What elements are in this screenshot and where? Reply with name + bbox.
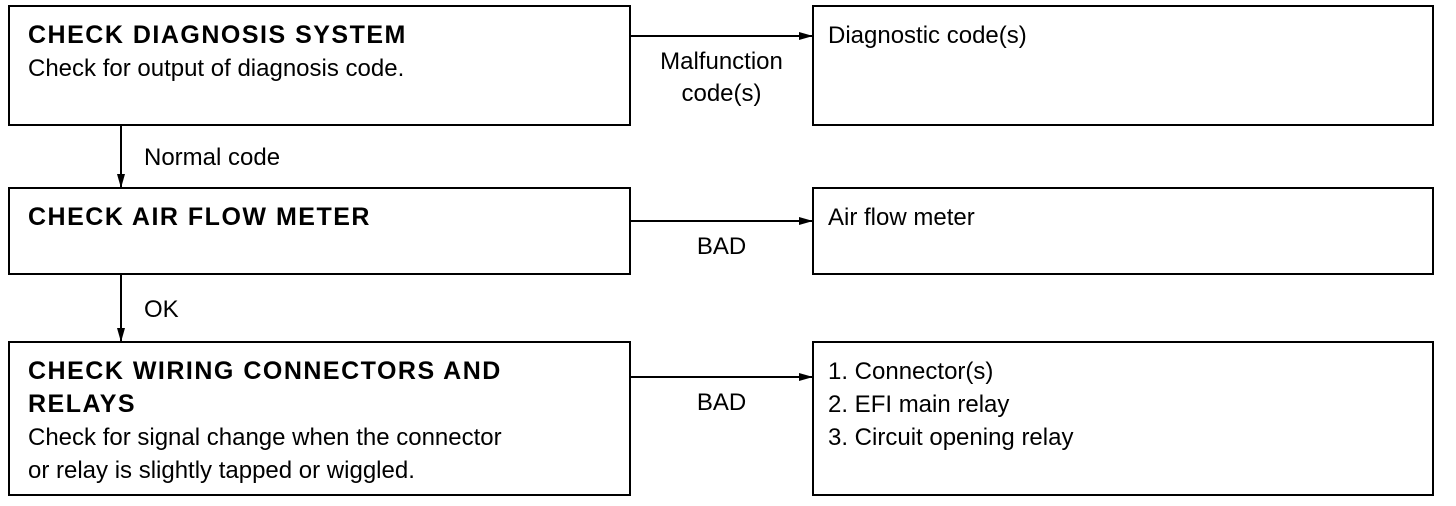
step-box-air-flow-meter: CHECK AIR FLOW METER [8,187,631,275]
result-box-diagnostic-codes: Diagnostic code(s) [812,5,1434,126]
result-line: Diagnostic code(s) [828,22,1027,49]
step-description: Check for output of diagnosis code. [28,55,405,82]
result-box-connectors-relays: 1. Connector(s) 2. EFI main relay 3. Cir… [812,341,1434,496]
down-label-normal-code: Normal code [144,144,281,171]
down-label-ok: OK [144,296,179,323]
step-description: Check for signal change when the connect… [28,424,502,484]
result-box-air-flow-meter: Air flow meter [812,187,1434,275]
side-label-malfunction: Malfunction code(s) [660,48,783,107]
step-box-diagnosis-system: CHECK DIAGNOSIS SYSTEM Check for output … [8,5,631,126]
result-line: Air flow meter [828,204,975,231]
step-title: CHECK AIR FLOW METER [28,203,371,231]
step-title: CHECK DIAGNOSIS SYSTEM [28,21,407,49]
step-box-wiring-connectors: CHECK WIRING CONNECTORS AND RELAYS Check… [8,341,631,496]
side-label-bad: BAD [696,389,747,416]
result-line: 3. Circuit opening relay [828,424,1074,451]
step-title: CHECK WIRING CONNECTORS AND RELAYS [28,357,502,418]
side-label-bad: BAD [696,233,747,260]
result-line: 1. Connector(s) [828,358,994,385]
result-line: 2. EFI main relay [828,391,1010,418]
